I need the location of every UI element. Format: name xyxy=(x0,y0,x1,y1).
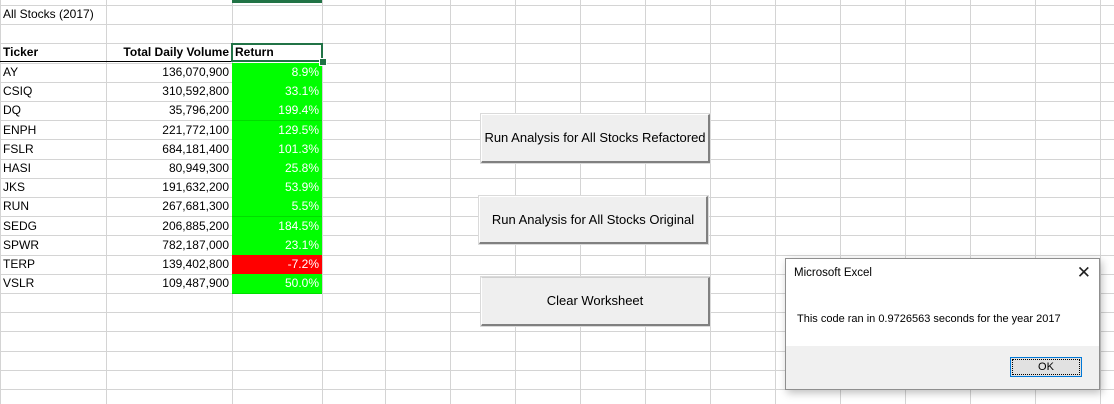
run-analysis-original-button[interactable]: Run Analysis for All Stocks Original xyxy=(478,195,709,245)
dialog-title: Microsoft Excel xyxy=(794,267,872,279)
return-cell[interactable]: -7.2% xyxy=(232,255,322,275)
ticker-cell[interactable]: RUN xyxy=(3,199,29,213)
volume-cell[interactable]: 310,592,800 xyxy=(162,84,229,98)
header-ticker[interactable]: Ticker xyxy=(0,43,106,62)
volume-cell[interactable]: 221,772,100 xyxy=(162,123,229,137)
return-cell[interactable]: 5.5% xyxy=(232,197,322,217)
ticker-cell[interactable]: TERP xyxy=(3,257,36,271)
ticker-cell[interactable]: JKS xyxy=(3,180,26,194)
volume-cell[interactable]: 206,885,200 xyxy=(162,219,229,233)
volume-cell[interactable]: 136,070,900 xyxy=(162,65,229,79)
volume-cell[interactable]: 139,402,800 xyxy=(162,257,229,271)
ticker-cell[interactable]: AY xyxy=(3,65,19,79)
ok-button[interactable]: OK xyxy=(1010,357,1082,377)
close-icon[interactable]: ✕ xyxy=(1076,263,1091,282)
return-cell[interactable]: 101.3% xyxy=(232,140,322,160)
return-cell[interactable]: 184.5% xyxy=(232,217,322,237)
return-cell[interactable]: 53.9% xyxy=(232,178,322,198)
ticker-cell[interactable]: SPWR xyxy=(3,238,39,252)
ticker-cell[interactable]: FSLR xyxy=(3,142,34,156)
selected-cell-outline xyxy=(231,43,323,62)
ok-button-label: OK xyxy=(1012,359,1080,375)
volume-cell[interactable]: 191,632,200 xyxy=(162,180,229,194)
fill-handle[interactable] xyxy=(319,58,327,66)
return-cell[interactable]: 8.9% xyxy=(232,63,322,83)
return-cell[interactable]: 23.1% xyxy=(232,236,322,256)
run-analysis-refactored-button[interactable]: Run Analysis for All Stocks Refactored xyxy=(480,113,711,164)
ticker-cell[interactable]: DQ xyxy=(3,103,21,117)
header-total-daily-volume[interactable]: Total Daily Volume xyxy=(106,43,232,62)
volume-cell[interactable]: 109,487,900 xyxy=(162,276,229,290)
sheet-title[interactable]: All Stocks (2017) xyxy=(3,7,94,21)
ticker-cell[interactable]: SEDG xyxy=(3,219,38,233)
ticker-cell[interactable]: ENPH xyxy=(3,123,37,137)
return-cell[interactable]: 25.8% xyxy=(232,159,322,179)
message-box-dialog: Microsoft Excel ✕ This code ran in 0.972… xyxy=(785,258,1100,390)
ticker-cell[interactable]: VSLR xyxy=(3,276,35,290)
dialog-message: This code ran in 0.9726563 seconds for t… xyxy=(797,313,1061,325)
ticker-cell[interactable]: HASI xyxy=(3,161,32,175)
return-cell[interactable]: 33.1% xyxy=(232,82,322,102)
volume-cell[interactable]: 782,187,000 xyxy=(162,238,229,252)
ticker-cell[interactable]: CSIQ xyxy=(3,84,33,98)
return-cell[interactable]: 199.4% xyxy=(232,101,322,121)
return-cell[interactable]: 50.0% xyxy=(232,274,322,294)
clear-worksheet-button[interactable]: Clear Worksheet xyxy=(480,276,711,327)
return-cell[interactable]: 129.5% xyxy=(232,121,322,141)
volume-cell[interactable]: 267,681,300 xyxy=(162,199,229,213)
volume-cell[interactable]: 35,796,200 xyxy=(168,103,229,117)
active-column-indicator xyxy=(232,0,322,3)
dialog-footer: OK xyxy=(786,346,1099,389)
volume-cell[interactable]: 684,181,400 xyxy=(162,142,229,156)
volume-cell[interactable]: 80,949,300 xyxy=(168,161,229,175)
